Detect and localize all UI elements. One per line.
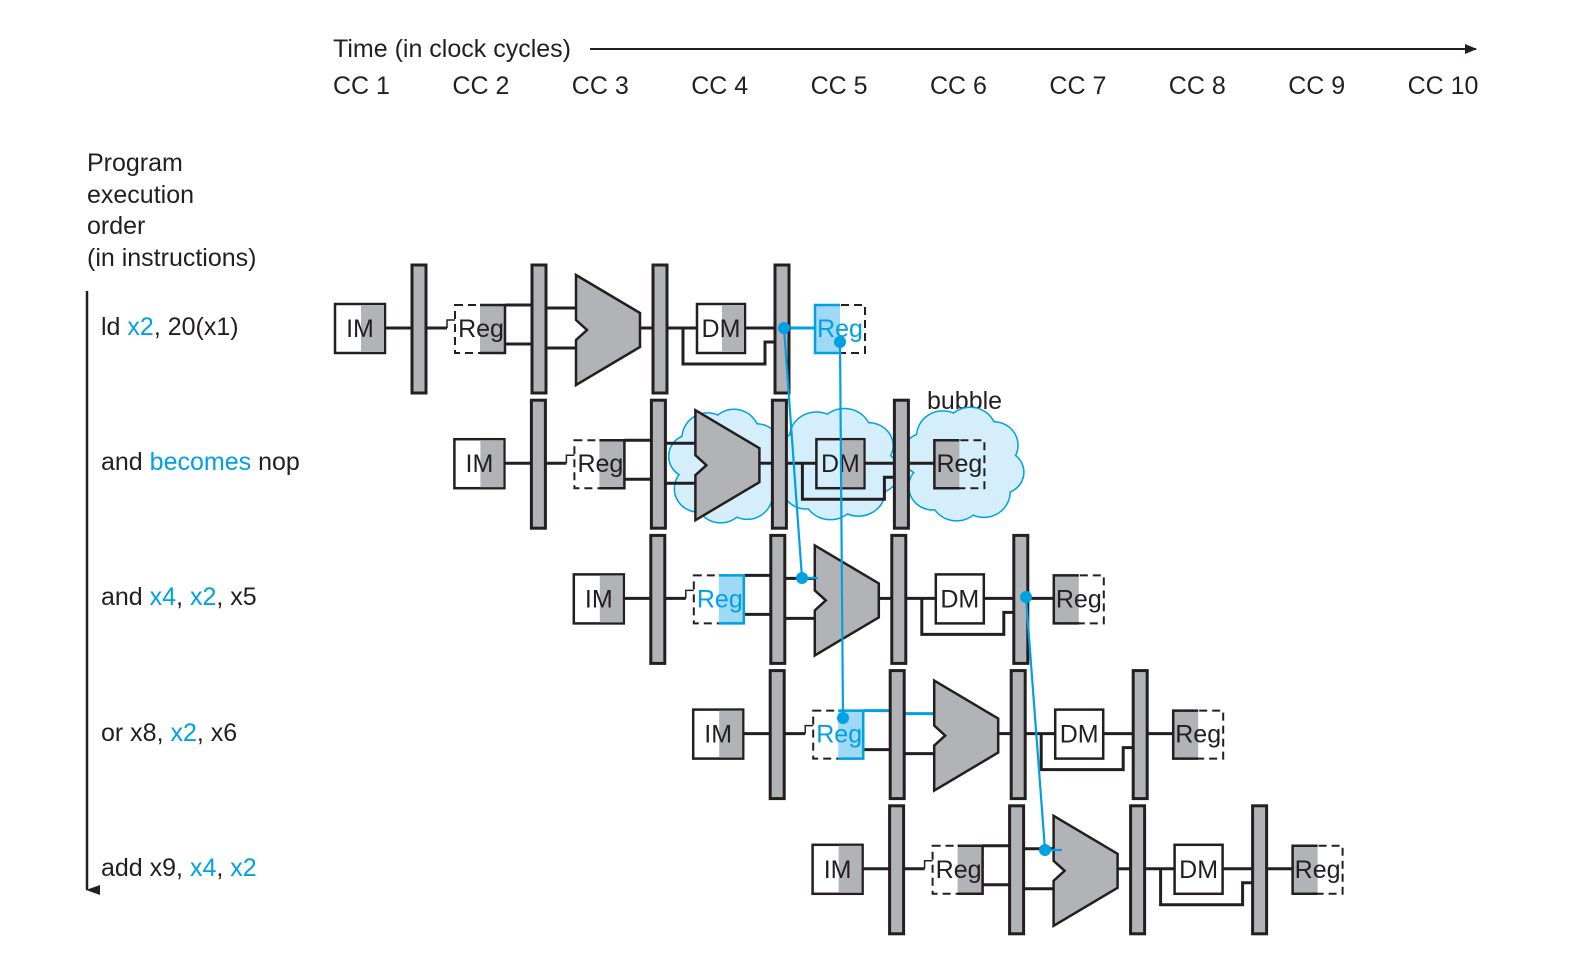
dm-label: DM bbox=[1060, 721, 1099, 749]
order-label-line-4: (in instructions) bbox=[87, 244, 257, 272]
cycle-label: CC 8 bbox=[1168, 72, 1226, 100]
highlighted-register: x2 bbox=[127, 313, 154, 341]
dm-label: DM bbox=[702, 315, 741, 343]
forwarding-path bbox=[838, 341, 845, 719]
cycle-label: CC 3 bbox=[571, 72, 629, 100]
pipeline-row: IM Reg DM Reg bbox=[572, 533, 1105, 665]
pipeline-register bbox=[888, 669, 906, 801]
cycle-label: CC 7 bbox=[1049, 72, 1107, 100]
cycle-label: CC 10 bbox=[1407, 72, 1479, 100]
instruction-text: , x5 bbox=[216, 583, 257, 612]
instruction-text: and bbox=[101, 583, 150, 612]
pipeline-register bbox=[1131, 669, 1149, 801]
highlighted-register: x2 bbox=[230, 853, 257, 882]
instruction-label: and becomes nop bbox=[101, 450, 300, 475]
instruction-text: add x9, bbox=[101, 853, 190, 882]
instruction-label: add x9, x4, x2 bbox=[101, 853, 257, 882]
pipeline-register bbox=[1129, 804, 1147, 936]
pipeline-register bbox=[529, 398, 547, 530]
forwarding-node bbox=[834, 336, 846, 348]
reg-read-label: Reg bbox=[936, 856, 982, 884]
data-memory bbox=[934, 573, 986, 625]
pipeline-register bbox=[1251, 804, 1269, 936]
instruction-text: or x8, bbox=[101, 718, 171, 747]
instruction-label: or x8, x2, x6 bbox=[101, 718, 238, 747]
forwarding-node bbox=[1020, 591, 1032, 603]
pipeline-register bbox=[770, 398, 788, 530]
im-label: IM bbox=[824, 856, 852, 884]
reg-write-label: Reg bbox=[1295, 856, 1341, 884]
pipeline-register bbox=[410, 263, 428, 395]
alu bbox=[694, 408, 761, 523]
instruction-label: and x4, x2, x5 bbox=[101, 585, 257, 610]
forwarding-node bbox=[1039, 844, 1051, 856]
order-label-line-1: Program bbox=[87, 149, 183, 177]
reg-read-label: Reg bbox=[458, 315, 504, 343]
reg-read-label: Reg bbox=[816, 721, 862, 749]
cycle-label: CC 1 bbox=[333, 72, 390, 100]
pipeline-register bbox=[892, 398, 910, 530]
reg-read-label: Reg bbox=[697, 585, 743, 613]
highlighted-register: x4 bbox=[149, 583, 177, 612]
pipeline-row: IM Reg DM Reg bbox=[811, 804, 1344, 936]
data-memory bbox=[1173, 843, 1224, 896]
highlighted-register: becomes bbox=[149, 448, 252, 477]
pipeline-register bbox=[651, 263, 669, 395]
pipeline-register bbox=[649, 533, 667, 665]
cycle-label: CC 5 bbox=[810, 72, 868, 100]
pipeline-register bbox=[530, 263, 548, 395]
alu bbox=[813, 543, 881, 658]
pipeline-register bbox=[768, 669, 786, 801]
forwarding-path bbox=[1024, 596, 1047, 851]
highlighted-register: x2 bbox=[170, 718, 197, 747]
pipeline-register bbox=[890, 533, 908, 665]
cycle-label: CC 9 bbox=[1288, 72, 1346, 100]
forwarding-node bbox=[778, 322, 790, 334]
im-label: IM bbox=[704, 721, 732, 749]
pipeline-register bbox=[888, 804, 906, 936]
cycle-label: CC 4 bbox=[691, 72, 749, 100]
reg-write-label: Reg bbox=[1175, 721, 1221, 749]
order-label-line-3: order bbox=[87, 212, 146, 240]
cycle-label: CC 6 bbox=[930, 72, 987, 100]
cycle-label: CC 2 bbox=[452, 72, 510, 100]
instruction-text: , bbox=[176, 583, 190, 612]
im-label: IM bbox=[346, 315, 374, 343]
instruction-text: , x6 bbox=[196, 718, 238, 747]
pipeline-register bbox=[769, 533, 787, 665]
order-label-line-2: execution bbox=[87, 181, 195, 209]
dm-label: DM bbox=[1179, 856, 1218, 884]
forwarding-path bbox=[782, 327, 804, 579]
instruction-text: and bbox=[101, 448, 150, 477]
reg-read-label: Reg bbox=[577, 450, 623, 478]
pipeline-row: IM Reg DM Reg bbox=[691, 669, 1225, 801]
reg-write-label: Reg bbox=[1056, 585, 1102, 613]
highlighted-register: x4 bbox=[189, 853, 217, 882]
instruction-text: , 20(x1) bbox=[153, 313, 239, 341]
reg-write-label: Reg bbox=[936, 450, 982, 478]
instruction-text: ld bbox=[101, 313, 128, 341]
dm-label: DM bbox=[940, 585, 979, 613]
time-axis-label: Time (in clock cycles) bbox=[333, 35, 571, 63]
instruction-label: ld x2, 20(x1) bbox=[101, 315, 239, 340]
data-memory bbox=[1053, 708, 1105, 760]
im-label: IM bbox=[585, 585, 613, 613]
pipeline-register bbox=[1009, 669, 1027, 801]
alu bbox=[932, 678, 1000, 793]
pipeline-register bbox=[1008, 804, 1026, 936]
alu bbox=[1052, 813, 1119, 928]
pipeline-register bbox=[649, 398, 667, 530]
forwarding-node bbox=[837, 712, 849, 724]
instruction-text: , bbox=[216, 853, 231, 882]
instruction-text: nop bbox=[251, 448, 300, 477]
highlighted-register: x2 bbox=[189, 583, 217, 612]
forwarding-node bbox=[796, 572, 808, 584]
alu bbox=[574, 272, 642, 388]
im-label: IM bbox=[466, 450, 494, 478]
